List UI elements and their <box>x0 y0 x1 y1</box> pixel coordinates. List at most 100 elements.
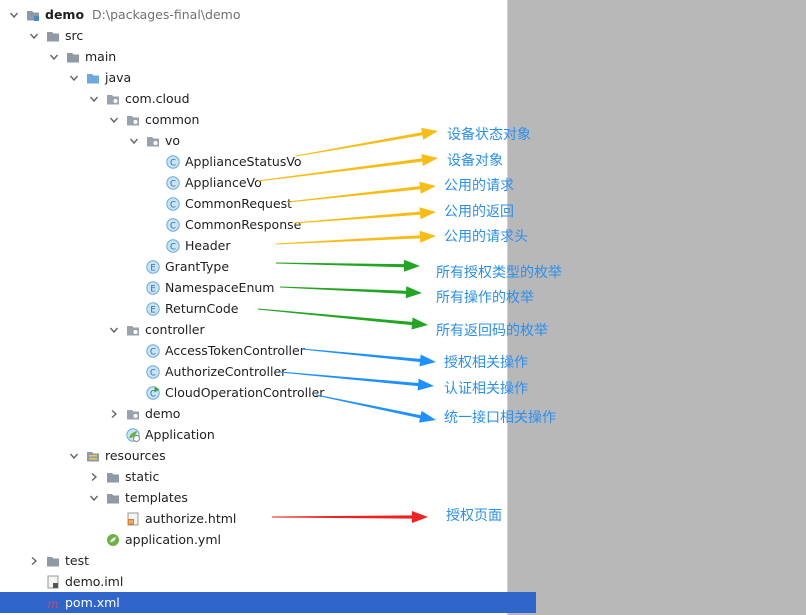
chevron-down-icon[interactable] <box>28 30 40 42</box>
tree-item[interactable]: demo <box>0 403 616 424</box>
svg-text:C: C <box>150 368 156 378</box>
chevron-down-icon[interactable] <box>88 93 100 105</box>
folder-icon <box>46 29 60 43</box>
chevron-down-icon[interactable] <box>48 51 60 63</box>
chevron-down-icon[interactable] <box>128 135 140 147</box>
svg-text:C: C <box>150 347 156 357</box>
svg-text:E: E <box>150 305 155 315</box>
tree-item-label: CloudOperationController <box>165 385 325 400</box>
tree-item-label: main <box>85 49 117 64</box>
tree-item[interactable]: C ApplianceVo <box>0 172 656 193</box>
svg-text:C: C <box>170 158 176 168</box>
tree-item[interactable]: resources <box>0 445 576 466</box>
tree-item-label: java <box>105 70 132 85</box>
tree-item[interactable]: Application <box>0 424 616 445</box>
svg-text:C: C <box>150 389 156 399</box>
annotation-label: 授权页面 <box>446 508 502 524</box>
folder-icon <box>66 50 80 64</box>
package-icon <box>126 407 140 421</box>
tree-item[interactable]: src <box>0 25 536 46</box>
tree-item[interactable]: C CloudOperationController <box>0 382 636 403</box>
svg-text:m: m <box>47 597 58 610</box>
tree-item[interactable]: demo.iml <box>0 571 536 592</box>
project-path: D:\packages-final\demo <box>92 7 241 22</box>
tree-item-label: com.cloud <box>125 91 190 106</box>
annotation-label: 认证相关操作 <box>444 381 528 397</box>
tree-item-label: application.yml <box>125 532 221 547</box>
tree-item-label: vo <box>165 133 181 148</box>
tree-item-label: common <box>145 112 200 127</box>
tree-item[interactable]: C CommonRequest <box>0 193 656 214</box>
package-icon <box>126 323 140 337</box>
tree-item[interactable]: test <box>0 550 536 571</box>
tree-item-label: demo <box>145 406 181 421</box>
tree-item[interactable]: controller <box>0 319 616 340</box>
tree-item-label: pom.xml <box>65 595 120 610</box>
enum-icon: E <box>146 259 160 274</box>
tree-item[interactable]: E NamespaceEnum <box>0 277 636 298</box>
tree-item[interactable]: main <box>0 46 556 67</box>
chevron-right-icon[interactable] <box>28 555 40 567</box>
iml-file-icon <box>46 575 60 589</box>
tree-item[interactable]: E ReturnCode <box>0 298 636 319</box>
tree-item[interactable]: m pom.xml <box>0 592 536 613</box>
tree-item[interactable]: C ApplianceStatusVo <box>0 151 656 172</box>
maven-file-icon: m <box>46 596 60 610</box>
package-icon <box>106 92 120 106</box>
spring-app-icon <box>126 427 140 442</box>
tree-item[interactable]: demo D:\packages-final\demo <box>0 4 516 25</box>
tree-item-label: ApplianceVo <box>185 175 262 190</box>
svg-text:E: E <box>150 263 155 273</box>
tree-item-label: ReturnCode <box>165 301 239 316</box>
tree-item-label: NamespaceEnum <box>165 280 275 295</box>
project-tree-panel[interactable]: demo D:\packages-final\demo src main java com… <box>0 0 536 615</box>
annotation-label: 所有授权类型的枚举 <box>436 265 562 281</box>
tree-item[interactable]: vo <box>0 130 636 151</box>
class-icon: C <box>146 364 160 379</box>
enum-icon: E <box>146 280 160 295</box>
annotation-label: 授权相关操作 <box>444 355 528 371</box>
class-icon: C <box>166 238 180 253</box>
chevron-right-icon[interactable] <box>88 471 100 483</box>
annotation-label: 所有返回码的枚举 <box>436 323 548 339</box>
tree-item[interactable]: application.yml <box>0 529 596 550</box>
folder-icon <box>106 470 120 484</box>
tree-item-label: CommonRequest <box>185 196 293 211</box>
chevron-down-icon[interactable] <box>88 492 100 504</box>
class-icon: C <box>166 154 180 169</box>
tree-item[interactable]: C AccessTokenController <box>0 340 636 361</box>
package-icon <box>146 134 160 148</box>
tree-item-label: test <box>65 553 90 568</box>
tree-item-label: authorize.html <box>145 511 237 526</box>
tree-item[interactable]: java <box>0 67 576 88</box>
tree-item-label: controller <box>145 322 205 337</box>
class-icon: C <box>166 217 180 232</box>
resources-folder-icon <box>86 449 100 463</box>
class-icon: C <box>166 196 180 211</box>
tree-item-label: demo.iml <box>65 574 124 589</box>
annotation-label: 公用的请求头 <box>444 229 528 245</box>
chevron-down-icon[interactable] <box>108 114 120 126</box>
editor-empty-area <box>508 0 806 615</box>
chevron-down-icon[interactable] <box>8 9 20 21</box>
class-icon: C <box>146 343 160 358</box>
tree-item[interactable]: templates <box>0 487 596 508</box>
tree-item-label: CommonResponse <box>185 217 302 232</box>
tree-item-label: AccessTokenController <box>165 343 305 358</box>
chevron-down-icon[interactable] <box>68 450 80 462</box>
chevron-down-icon[interactable] <box>68 72 80 84</box>
class-icon: C <box>166 175 180 190</box>
module-folder-icon <box>26 8 40 22</box>
chevron-down-icon[interactable] <box>108 324 120 336</box>
tree-item-label: ApplianceStatusVo <box>185 154 302 169</box>
tree-item[interactable]: com.cloud <box>0 88 596 109</box>
tree-item[interactable]: common <box>0 109 616 130</box>
tree-item[interactable]: C CommonResponse <box>0 214 656 235</box>
tree-item[interactable]: static <box>0 466 596 487</box>
chevron-right-icon[interactable] <box>108 408 120 420</box>
tree-item-label: demo <box>45 7 85 22</box>
